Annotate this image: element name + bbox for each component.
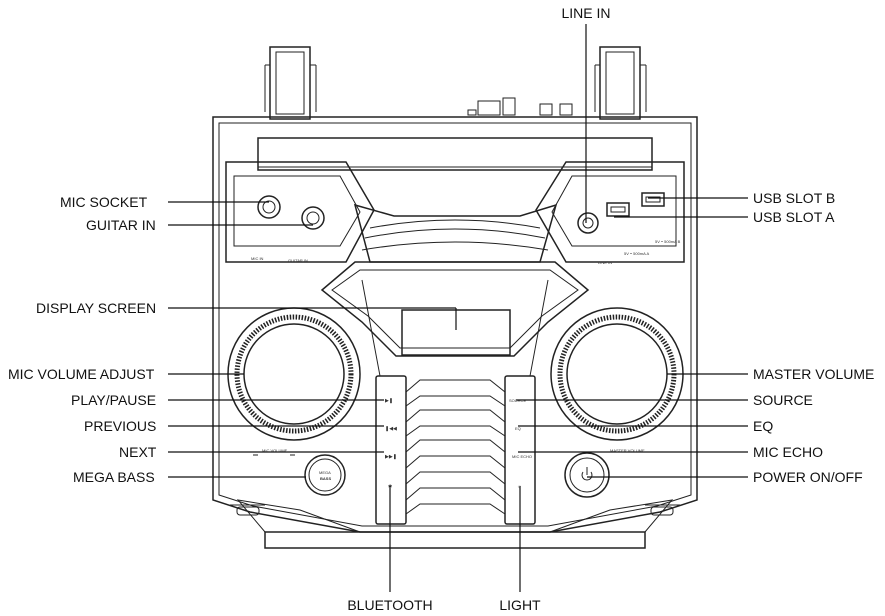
panel-line-in: LINE IN (598, 260, 612, 265)
right-woofer: MASTER VOLUME (550, 307, 684, 453)
play-pause-glyph: ▶❚ (385, 398, 393, 404)
label-bluetooth: BLUETOOTH (347, 597, 432, 613)
panel-usb-b: 5V ⎯ 500mA B (655, 239, 681, 244)
left-woofer: MIC VOLUME (227, 307, 361, 456)
leader-lines (168, 24, 748, 592)
top-connectors (467, 97, 573, 116)
mega-bass-button: MEGA BASS (304, 454, 346, 496)
line-in-socket (577, 212, 599, 234)
label-mega-bass: MEGA BASS (73, 469, 155, 485)
panel-mic-volume: MIC VOLUME (262, 448, 288, 453)
panel-usb-a: 5V ⎯ 500mA A (624, 251, 649, 256)
label-mic-volume-adjust: MIC VOLUME ADJUST (8, 366, 155, 382)
panel-master-volume: MASTER VOLUME (610, 448, 645, 453)
next-glyph: ▶▶❚ (385, 454, 397, 460)
speaker-body (212, 116, 698, 549)
label-master-volume: MASTER VOLUME (753, 366, 874, 382)
light-glyph: ☼ (517, 484, 522, 490)
power-button (564, 452, 610, 498)
panel-eq: EQ (515, 426, 521, 431)
label-usb-slot-a: USB SLOT A (753, 209, 835, 225)
label-display-screen: DISPLAY SCREEN (36, 300, 156, 316)
label-power-on-off: POWER ON/OFF (753, 469, 863, 485)
label-mic-socket: MIC SOCKET (60, 194, 148, 210)
right-input-panel: LINE IN 5V ⎯ 500mA A 5V ⎯ 500mA B (535, 161, 685, 265)
left-input-panel: MIC IN GUITAR IN (225, 161, 375, 263)
usb-b-port (641, 192, 665, 207)
label-source: SOURCE (753, 392, 813, 408)
center-grille (320, 203, 590, 357)
panel-mega: MEGA (319, 470, 331, 475)
previous-glyph: ❚◀◀ (385, 426, 397, 432)
panel-mic-echo: MIC ECHO (512, 454, 532, 459)
left-handle (264, 46, 317, 120)
label-light: LIGHT (499, 597, 541, 613)
right-handle (594, 46, 647, 120)
label-play-pause: PLAY/PAUSE (71, 392, 156, 408)
panel-mic-in: MIC IN (251, 256, 264, 261)
label-eq: EQ (753, 418, 773, 434)
panel-bass: BASS (320, 476, 331, 481)
label-next: NEXT (119, 444, 157, 460)
label-mic-echo: MIC ECHO (753, 444, 823, 460)
guitar-in-socket (301, 206, 325, 230)
label-line-in: LINE IN (561, 5, 610, 21)
callout-labels: LINE IN MIC SOCKET GUITAR IN USB SLOT B … (8, 5, 874, 613)
mic-socket (257, 195, 281, 219)
usb-a-port (606, 202, 630, 217)
panel-guitar-in: GUITAR IN (288, 258, 308, 263)
label-guitar-in: GUITAR IN (86, 217, 156, 233)
label-previous: PREVIOUS (84, 418, 156, 434)
label-usb-slot-b: USB SLOT B (753, 190, 835, 206)
